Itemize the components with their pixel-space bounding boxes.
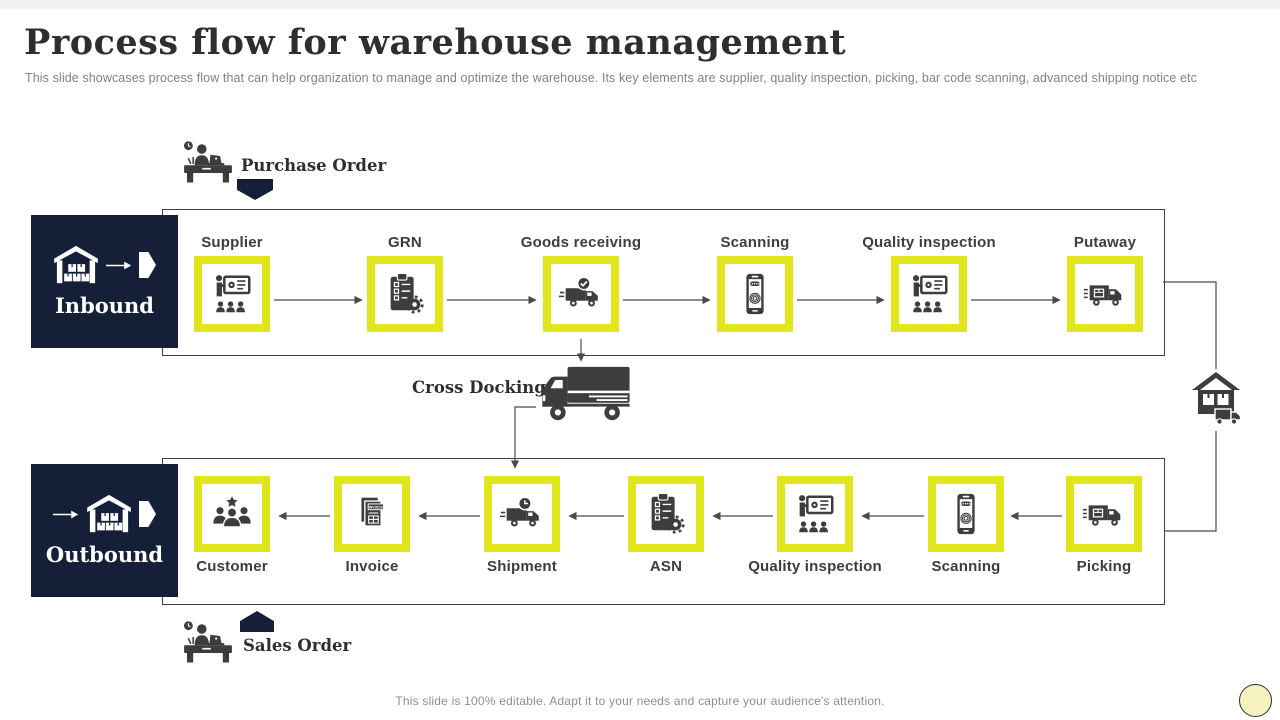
outbound-header-box: Outbound bbox=[31, 464, 178, 597]
cross-docking-label: Cross Docking bbox=[412, 378, 546, 397]
step-shipment: Shipment bbox=[432, 476, 612, 575]
slide-top-edge bbox=[0, 0, 1280, 9]
arrow-right-icon bbox=[53, 509, 79, 520]
step-invoice: Invoice bbox=[282, 476, 462, 575]
presenter-icon bbox=[906, 271, 952, 317]
pentagon-arrow-icon bbox=[139, 252, 156, 278]
warehouse-delivery-icon bbox=[1189, 371, 1243, 429]
footer-note: This slide is 100% editable. Adapt it to… bbox=[395, 694, 885, 708]
step-supplier: Supplier bbox=[142, 234, 322, 332]
page-title: Process flow for warehouse management bbox=[24, 22, 847, 63]
page-subtitle: This slide showcases process flow that c… bbox=[25, 71, 1197, 85]
pentagon-arrow-icon bbox=[139, 501, 156, 527]
inbound-flow-container bbox=[162, 209, 1165, 356]
inbound-label: Inbound bbox=[54, 293, 154, 318]
step-picking: Picking bbox=[1014, 476, 1194, 575]
step-scanning-inbound: Scanning bbox=[665, 234, 845, 332]
step-customer: Customer bbox=[142, 476, 322, 575]
step-putaway: Putaway bbox=[1015, 234, 1195, 332]
phone-fingerprint-icon bbox=[943, 491, 989, 537]
truck-boxes-icon bbox=[1081, 491, 1127, 537]
purchase-order-label: Purchase Order bbox=[241, 156, 387, 175]
step-quality-inspection-inbound: Quality inspection bbox=[839, 234, 1019, 332]
cross-docking-truck-icon bbox=[533, 364, 637, 426]
presenter-icon bbox=[792, 491, 838, 537]
chevron-down-icon bbox=[237, 179, 273, 200]
arrow-right-icon bbox=[106, 260, 132, 271]
warehouse-icon bbox=[86, 494, 132, 534]
sales-order-label: Sales Order bbox=[243, 636, 352, 655]
pentagon-up-icon bbox=[240, 611, 274, 632]
step-quality-inspection-outbound: Quality inspection bbox=[725, 476, 905, 575]
people-star-icon bbox=[209, 491, 255, 537]
phone-fingerprint-icon bbox=[732, 271, 778, 317]
truck-clock-icon bbox=[499, 491, 545, 537]
purchase-order-desk-icon bbox=[181, 139, 235, 183]
invoice-icon bbox=[349, 491, 395, 537]
warehouse-icon bbox=[53, 245, 99, 285]
clipboard-gear-icon bbox=[382, 271, 428, 317]
presenter-icon bbox=[209, 271, 255, 317]
step-grn: GRN bbox=[315, 234, 495, 332]
truck-check-icon bbox=[558, 271, 604, 317]
step-scanning-outbound: Scanning bbox=[876, 476, 1056, 575]
clipboard-gear-icon bbox=[643, 491, 689, 537]
step-goods-receiving: Goods receiving bbox=[491, 234, 671, 332]
outbound-label: Outbound bbox=[45, 542, 164, 567]
inbound-header-box: Inbound bbox=[31, 215, 178, 348]
sales-order-desk-icon bbox=[181, 619, 235, 663]
corner-circle-decoration bbox=[1239, 684, 1272, 717]
step-asn: ASN bbox=[576, 476, 756, 575]
truck-boxes-icon bbox=[1082, 271, 1128, 317]
